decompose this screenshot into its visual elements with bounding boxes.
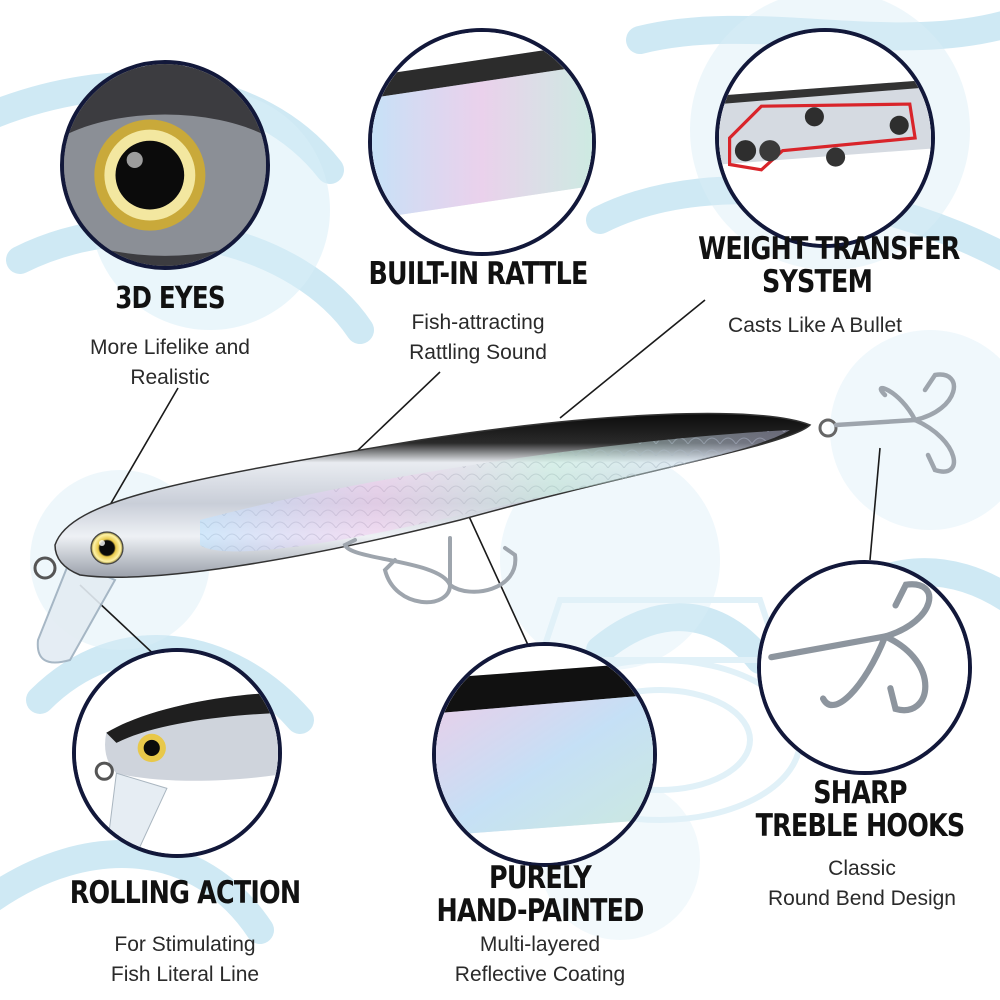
- painted-description: Multi-layered Reflective Coating: [415, 930, 665, 990]
- rattle-description-line-2: Rattling Sound: [409, 341, 547, 364]
- scales-closeup-image: [372, 32, 592, 252]
- rattle-title: BUILT-IN RATTLE: [368, 256, 588, 292]
- painted-detail-circle: [432, 642, 657, 867]
- rolling-description-line-2: Fish Literal Line: [110, 963, 260, 986]
- weight-description: Casts Like A Bullet: [690, 311, 940, 341]
- painted-title-line-1: PURELY: [489, 860, 592, 896]
- hooks-title: SHARP TREBLE HOOKS: [741, 775, 979, 845]
- lure-head-closeup-image: [76, 652, 278, 854]
- rattle-description-line-1: Fish-attracting: [411, 311, 545, 334]
- eye-closeup-image: [64, 64, 266, 266]
- painted-description-line-2: Reflective Coating: [454, 963, 626, 986]
- hooks-title-line-1: SHARP: [813, 775, 907, 811]
- weight-title-line-1: WEIGHT TRANSFER: [698, 231, 960, 267]
- painted-title: PURELY HAND-PAINTED: [429, 860, 650, 930]
- hooks-detail-circle: [757, 560, 972, 775]
- treble-hook-closeup-image: [761, 564, 968, 771]
- painted-title-line-2: HAND-PAINTED: [436, 893, 644, 930]
- eyes-description-line-1: More Lifelike and: [90, 336, 250, 359]
- weight-description-line-1: Casts Like A Bullet: [728, 314, 902, 337]
- eyes-description: More Lifelike and Realistic: [50, 333, 290, 393]
- hooks-description-line-1: Classic: [828, 857, 896, 880]
- rattle-detail-circle: [368, 28, 596, 256]
- hooks-description: Classic Round Bend Design: [737, 854, 987, 914]
- hooks-description-line-2: Round Bend Design: [768, 887, 956, 910]
- eye-detail-circle: [60, 60, 270, 270]
- hooks-title-line-2: TREBLE HOOKS: [755, 808, 966, 845]
- weight-detail-circle: [715, 28, 935, 248]
- rattle-description: Fish-attracting Rattling Sound: [353, 308, 603, 368]
- rolling-description-line-1: For Stimulating: [114, 933, 256, 956]
- painted-description-line-1: Multi-layered: [479, 933, 601, 956]
- weight-title: WEIGHT TRANSFER SYSTEM: [698, 231, 960, 301]
- rolling-description: For Stimulating Fish Literal Line: [60, 930, 310, 990]
- reflective-coating-image: [436, 646, 653, 863]
- rolling-title: ROLLING ACTION: [69, 875, 301, 911]
- eyes-description-line-2: Realistic: [130, 366, 210, 389]
- weight-balls-image: [719, 32, 931, 244]
- eyes-title: 3D EYES: [115, 281, 225, 316]
- rolling-detail-circle: [72, 648, 282, 858]
- weight-title-line-2: SYSTEM: [761, 264, 873, 301]
